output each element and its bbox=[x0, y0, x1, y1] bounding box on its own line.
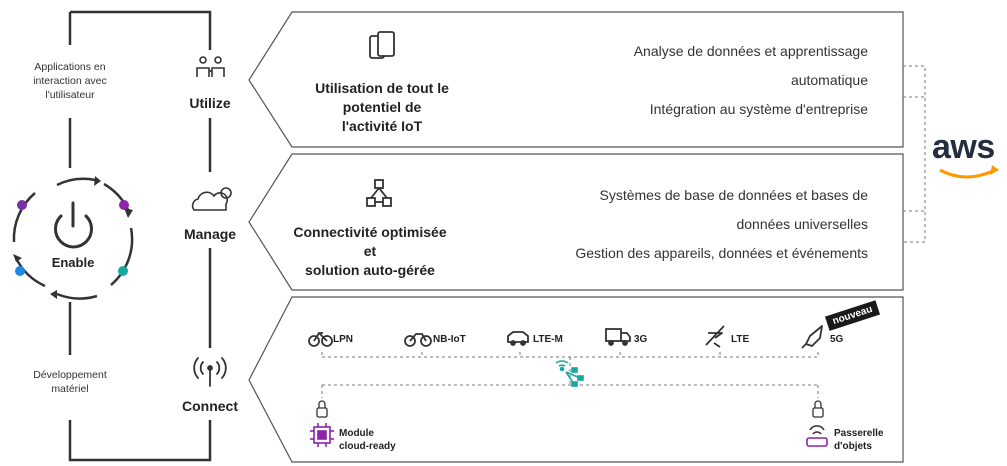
enable-dot-2 bbox=[17, 200, 27, 210]
enable-cycle bbox=[12, 177, 134, 300]
device-label-gateway: Passerelle d'objets bbox=[834, 428, 884, 452]
car-icon bbox=[507, 331, 529, 346]
power-icon bbox=[54, 201, 93, 249]
utilize-title: Utilisation de tout le potentiel de l'ac… bbox=[315, 80, 449, 134]
lock-icon bbox=[316, 400, 328, 418]
lock-icon bbox=[812, 400, 824, 418]
layer-label-utilize: Utilize bbox=[189, 95, 231, 111]
enable-dot-3 bbox=[15, 266, 25, 276]
tech-label-ltem: LTE-M bbox=[533, 334, 563, 345]
cloud-gear-icon bbox=[191, 187, 232, 211]
airplane-icon bbox=[705, 325, 725, 348]
utilize-feature-3: Intégration au système d'entreprise bbox=[649, 101, 868, 117]
left-top-note: Applications en interaction avec l'utili… bbox=[33, 61, 107, 101]
manage-title: Connectivité optimisée et solution auto-… bbox=[293, 224, 447, 278]
enable-arrowheads bbox=[13, 176, 133, 299]
left-connector-lines bbox=[68, 10, 212, 462]
people-icon bbox=[196, 56, 225, 77]
aws-logo: aws bbox=[932, 128, 995, 166]
panel-manage bbox=[248, 153, 904, 291]
aws-smile-arrow bbox=[990, 165, 999, 175]
tech-label-5g: 5G bbox=[830, 334, 844, 345]
manage-feature-2: données universelles bbox=[736, 216, 868, 232]
chip-icon bbox=[310, 423, 334, 447]
enable-dot-4 bbox=[118, 266, 128, 276]
router-icon bbox=[806, 425, 828, 447]
tech-label-lte: LTE bbox=[731, 334, 750, 345]
aws-smile-icon bbox=[939, 168, 996, 179]
layer-label-connect: Connect bbox=[182, 398, 238, 414]
utilize-feature-2: automatique bbox=[790, 72, 868, 88]
utilize-feature-1: Analyse de données et apprentissage bbox=[633, 43, 868, 59]
device-label-module: Module cloud-ready bbox=[339, 428, 396, 452]
manage-feature-1: Systèmes de base de données et bases de bbox=[599, 187, 868, 203]
motorcycle-icon bbox=[404, 333, 432, 347]
left-bottom-note: Développement matériel bbox=[33, 369, 107, 395]
panel-utilize bbox=[248, 11, 904, 148]
antenna-icon bbox=[193, 357, 227, 387]
manage-feature-3: Gestion des appareils, données et événem… bbox=[575, 245, 868, 261]
aws-connectors bbox=[903, 65, 926, 243]
tech-label-lpn: LPN bbox=[333, 334, 353, 345]
tech-label-3g: 3G bbox=[634, 334, 648, 345]
devices-icon bbox=[369, 31, 395, 59]
network-icon bbox=[366, 179, 392, 207]
enable-dot-1 bbox=[119, 200, 129, 210]
connect-network-lines bbox=[321, 352, 819, 398]
tech-label-nbiot: NB-IoT bbox=[433, 334, 466, 345]
rocket-icon bbox=[801, 325, 823, 349]
truck-icon bbox=[605, 328, 631, 346]
bicycle-icon bbox=[308, 331, 333, 347]
enable-label: Enable bbox=[51, 255, 95, 270]
layer-label-manage: Manage bbox=[183, 226, 237, 242]
wireless-hub-icon bbox=[555, 360, 584, 387]
